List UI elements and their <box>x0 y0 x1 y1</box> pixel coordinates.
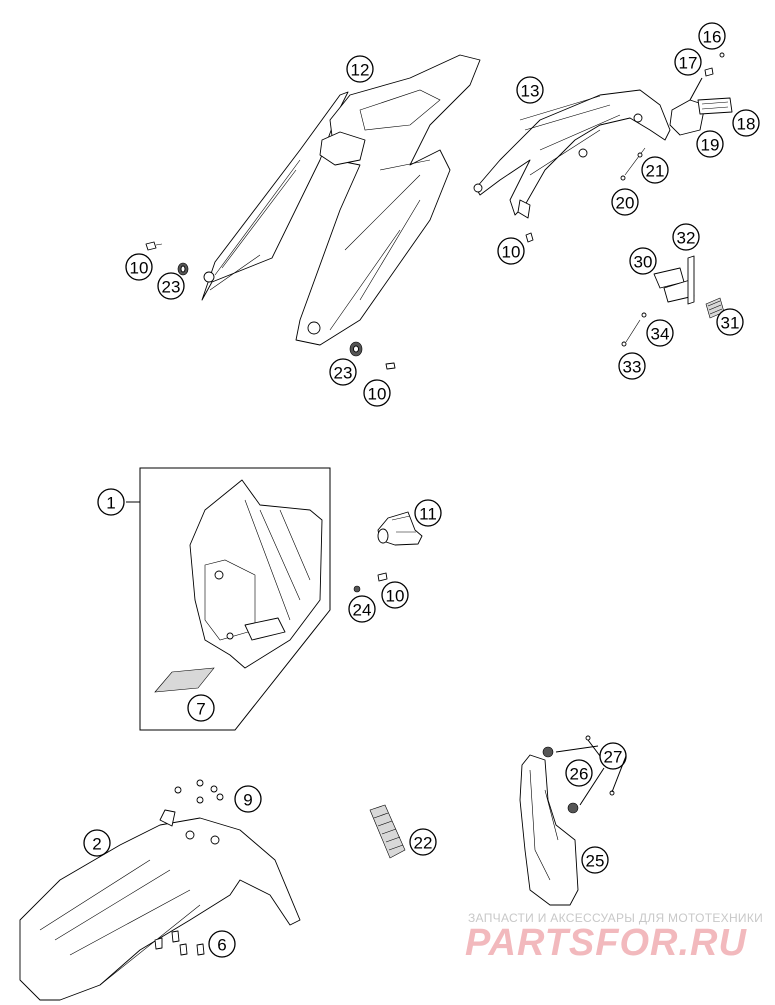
callout-32: 32 <box>672 223 700 251</box>
callout-12: 12 <box>346 55 374 83</box>
svg-text:31: 31 <box>721 314 740 333</box>
svg-text:18: 18 <box>737 115 756 134</box>
callout-30: 30 <box>629 247 657 275</box>
callout-2: 2 <box>83 829 111 857</box>
plate-hardware-group <box>620 52 733 181</box>
svg-text:10: 10 <box>502 243 521 262</box>
svg-text:27: 27 <box>604 748 623 767</box>
svg-text:16: 16 <box>703 28 722 47</box>
callout-21: 21 <box>641 156 669 184</box>
svg-text:23: 23 <box>334 364 353 383</box>
headlight-mask-part-1 <box>189 479 323 669</box>
svg-text:13: 13 <box>521 82 540 101</box>
svg-text:10: 10 <box>386 587 405 606</box>
headlight-mask-group-box <box>126 467 331 731</box>
screw-part-10-bottom <box>385 362 396 370</box>
svg-text:7: 7 <box>196 700 205 719</box>
callout-22: 22 <box>409 828 437 856</box>
svg-text:26: 26 <box>570 765 589 784</box>
watermark-brand: PARTSFOR.RU <box>465 922 747 964</box>
screw-part-10-left <box>145 241 163 251</box>
callout-31: 31 <box>716 308 744 336</box>
svg-text:10: 10 <box>368 385 387 404</box>
rear-fender-part-13 <box>473 89 671 219</box>
svg-text:9: 9 <box>243 791 252 810</box>
callout-27-leaders <box>555 739 627 806</box>
side-panel-part-12 <box>201 54 481 346</box>
svg-text:12: 12 <box>351 61 370 80</box>
svg-text:21: 21 <box>646 162 665 181</box>
svg-text:25: 25 <box>586 852 605 871</box>
svg-text:30: 30 <box>634 253 653 272</box>
svg-text:19: 19 <box>701 136 720 155</box>
callout-20: 20 <box>611 188 639 216</box>
fender-screws-part-6 <box>154 930 205 956</box>
callout-19: 19 <box>696 130 724 158</box>
callout-23-a: 23 <box>157 272 185 300</box>
callout-23-b: 23 <box>329 358 357 386</box>
callout-17: 17 <box>674 48 702 76</box>
callout-16: 16 <box>698 22 726 50</box>
watermark-subtitle: ЗАПЧАСТИ И АКСЕССУАРЫ ДЛЯ МОТОТЕХНИКИ <box>468 911 764 925</box>
svg-text:6: 6 <box>217 936 226 955</box>
callout-10-d: 10 <box>381 581 409 609</box>
grommet-part-23-left <box>177 262 189 276</box>
grommet-part-23-bottom <box>349 341 363 357</box>
svg-text:32: 32 <box>677 229 696 248</box>
fork-guard-part-25 <box>519 735 615 906</box>
callout-9: 9 <box>234 785 262 813</box>
svg-text:20: 20 <box>616 194 635 213</box>
svg-text:17: 17 <box>679 54 698 73</box>
callout-25: 25 <box>581 846 609 874</box>
svg-text:23: 23 <box>162 278 181 297</box>
callout-26: 26 <box>565 759 593 787</box>
vent-part-22 <box>369 804 406 859</box>
svg-text:33: 33 <box>623 358 642 377</box>
screw-part-10-fender <box>525 232 534 243</box>
callout-1: 1 <box>97 488 125 516</box>
callout-13: 13 <box>516 76 544 104</box>
svg-text:10: 10 <box>130 259 149 278</box>
callout-6: 6 <box>208 930 236 958</box>
callout-24: 24 <box>348 595 376 623</box>
callout-10-a: 10 <box>125 253 153 281</box>
svg-text:1: 1 <box>106 494 115 513</box>
callout-33: 33 <box>618 352 646 380</box>
sticker-part-7 <box>154 667 215 693</box>
svg-text:24: 24 <box>353 601 372 620</box>
svg-text:34: 34 <box>651 325 670 344</box>
callout-34: 34 <box>646 319 674 347</box>
front-fender-part-2 <box>19 809 301 1001</box>
rubber-part-11 <box>377 511 423 546</box>
reflector-bracket-group <box>621 255 725 347</box>
svg-text:11: 11 <box>419 505 437 524</box>
callout-7: 7 <box>187 694 215 722</box>
callout-10-c: 10 <box>497 237 525 265</box>
nut-part-24 <box>353 585 361 593</box>
callout-11: 11 <box>414 499 442 527</box>
callout-10-b: 10 <box>363 379 391 407</box>
svg-text:22: 22 <box>414 834 433 853</box>
callout-18: 18 <box>732 109 760 137</box>
screw-part-10-mask <box>377 572 388 582</box>
svg-text:2: 2 <box>92 835 101 854</box>
callout-27: 27 <box>599 742 627 770</box>
fender-screws-part-9 <box>174 779 224 804</box>
